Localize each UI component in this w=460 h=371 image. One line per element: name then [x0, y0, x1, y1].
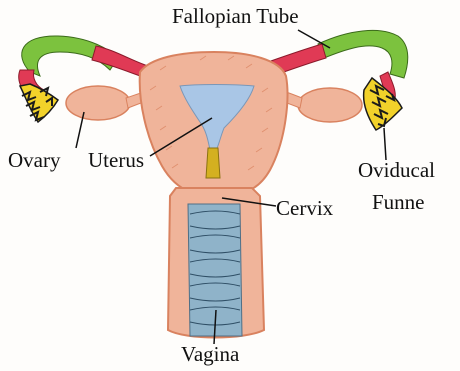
- label-uterus: Uterus: [88, 150, 144, 171]
- label-fallopian-tube: Fallopian Tube: [172, 6, 299, 27]
- label-vagina: Vagina: [181, 344, 239, 365]
- label-oviducal-line1: Oviducal: [358, 160, 435, 181]
- label-oviducal-line2: Funne: [372, 192, 425, 213]
- label-cervix: Cervix: [276, 198, 333, 219]
- right-fallopian-tube-green: [318, 30, 408, 78]
- cervical-canal: [206, 148, 220, 178]
- leader-oviducal: [384, 128, 386, 160]
- label-ovary: Ovary: [8, 150, 60, 171]
- left-fimbriae: [20, 84, 58, 122]
- right-ovary: [298, 88, 362, 122]
- right-fimbriae: [364, 78, 402, 130]
- leader-fallopian: [298, 30, 330, 48]
- left-ovary: [66, 86, 130, 120]
